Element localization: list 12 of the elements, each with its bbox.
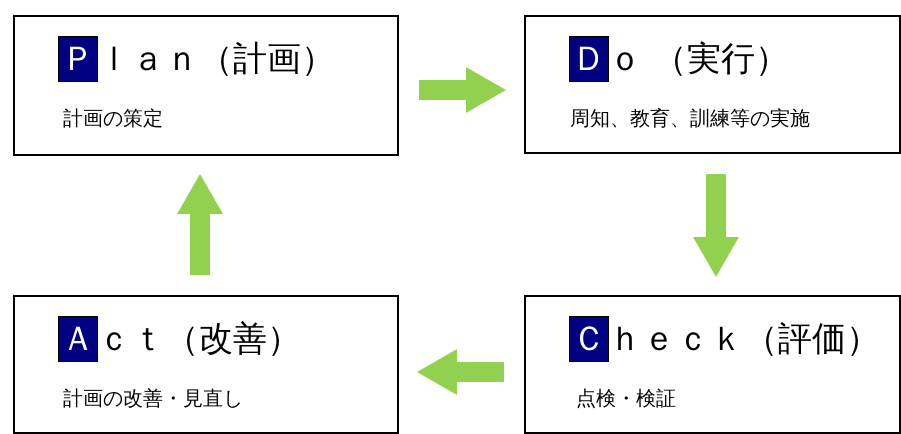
phase-description: 周知、教育、訓練等の実施 xyxy=(570,105,810,131)
process-box xyxy=(13,295,399,434)
process-box xyxy=(524,295,901,434)
phase-description: 点検・検証 xyxy=(576,385,676,411)
phase-description: 計画の改善・見直し xyxy=(63,385,243,411)
phase-heading: Ｐｌａｎ（計画） xyxy=(59,37,335,81)
phase-heading: Ｃｈｅｃｋ（評価） xyxy=(570,317,880,361)
process-box xyxy=(13,15,399,156)
phase-heading: Ａｃｔ（改善） xyxy=(59,317,301,361)
process-box xyxy=(524,15,901,154)
phase-description: 計画の策定 xyxy=(63,105,163,131)
phase-heading: Ｄｏ （実行） xyxy=(570,37,789,81)
